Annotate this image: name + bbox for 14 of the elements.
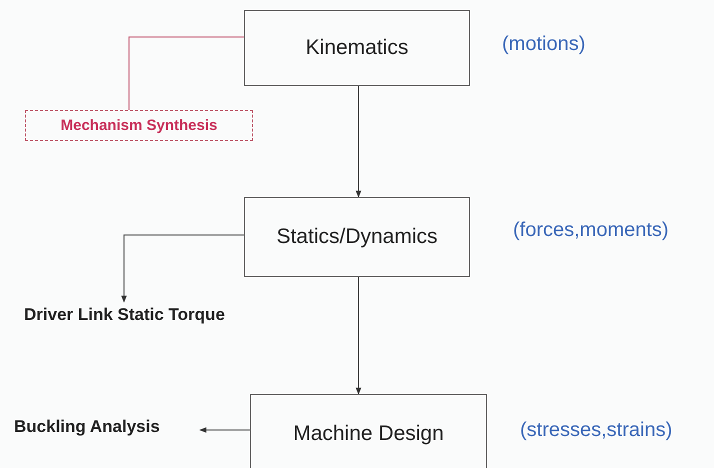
output-label: Buckling Analysis <box>14 417 160 437</box>
arrow <box>121 234 244 303</box>
arrow <box>356 86 362 198</box>
annotation-text: (stresses,strains) <box>520 419 672 442</box>
annotation-text: (forces,moments) <box>513 219 669 242</box>
process-box: Mechanism Synthesis <box>25 110 253 141</box>
process-box: Kinematics <box>244 10 470 86</box>
arrow <box>356 276 362 395</box>
connector-line <box>128 36 244 110</box>
process-box: Statics/Dynamics <box>244 197 470 277</box>
arrow <box>199 427 250 433</box>
process-box: Machine Design <box>250 394 487 468</box>
output-label: Driver Link Static Torque <box>24 305 225 325</box>
annotation-text: (motions) <box>502 33 586 56</box>
